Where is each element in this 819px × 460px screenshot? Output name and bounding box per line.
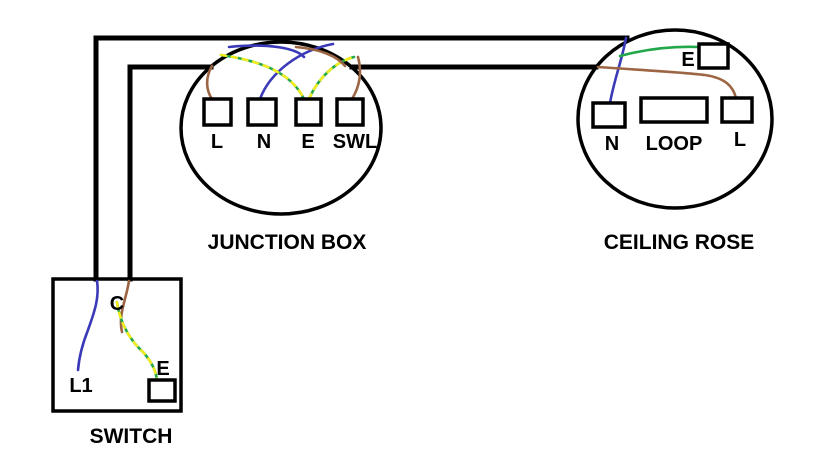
junction-box-title: JUNCTION BOX: [208, 231, 367, 254]
ceiling-rose-n-terminal: [591, 101, 627, 129]
ceiling-rose-n-label: N: [605, 133, 619, 155]
ceiling-rose-outline: [576, 28, 774, 210]
ceiling-rose-e-terminal: [697, 42, 730, 70]
switch-brown-wire-c: [119, 279, 131, 334]
outer-cable-switch-to-ceiling-rose: [93, 35, 630, 282]
junction-box-earth-wire-in-stripe: [219, 53, 306, 101]
ceiling-rose-title: CEILING ROSE: [604, 231, 755, 254]
junction-box-n-terminal: [246, 97, 278, 127]
junction-box-n-label: N: [257, 131, 271, 153]
junction-box-blue-wire-n: [258, 42, 335, 101]
ceiling-rose-l-terminal: [720, 96, 754, 124]
junction-box-l-terminal: [202, 97, 233, 127]
junction-box-outline: [179, 40, 383, 216]
junction-box-brown-wire-l: [205, 64, 214, 101]
switch-c-label: C: [110, 293, 124, 315]
ceiling-rose-wires: [596, 36, 738, 105]
ceiling-rose-loop-label: LOOP: [646, 133, 703, 155]
switch-title: SWITCH: [90, 425, 173, 448]
junction-box-l-label: L: [211, 131, 223, 153]
junction-box-swl-label: SWL: [333, 131, 377, 153]
switch-outline: [51, 277, 183, 413]
switch-e-terminal: [147, 378, 177, 403]
junction-box-swl-terminal: [335, 97, 365, 127]
junction-box-e-label: E: [301, 131, 314, 153]
switch: C L1 E SWITCH: [51, 277, 183, 448]
ceiling-rose: E N LOOP L CEILING ROSE: [576, 28, 774, 254]
inner-cable-switch-to-junction-box: [127, 64, 214, 282]
junction-box-e-terminal: [294, 97, 323, 127]
ceiling-rose-brown-wire-l: [596, 65, 738, 100]
junction-box-brown-wire-swl: [350, 55, 362, 101]
switch-earth-wire-stripe: [115, 300, 159, 382]
switch-l1-label: L1: [69, 375, 92, 397]
switch-e-label: E: [156, 358, 169, 380]
junction-box: L N E SWL JUNCTION BOX: [179, 40, 383, 254]
ceiling-rose-blue-wire-n: [608, 36, 628, 105]
ceiling-rose-loop-terminal: [639, 96, 709, 124]
cables: [93, 35, 630, 282]
ceiling-rose-e-label: E: [681, 49, 694, 71]
switch-blue-wire-l1: [76, 279, 99, 372]
junction-box-brown-wire-cross: [294, 45, 347, 68]
junction-box-earth-wire-out-stripe: [307, 55, 356, 101]
junction-box-wires: [205, 42, 362, 101]
ceiling-rose-l-label: L: [734, 129, 746, 151]
switch-wires: [76, 279, 159, 382]
ceiling-rose-earth-wire: [618, 45, 701, 58]
